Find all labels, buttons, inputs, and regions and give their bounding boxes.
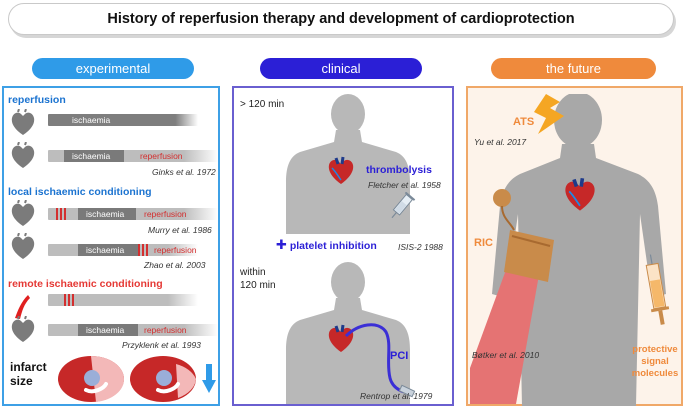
lightning-bolt-icon xyxy=(534,94,564,134)
reperfusion-label: reperfusion xyxy=(144,325,187,335)
column-header-experimental: experimental xyxy=(32,58,194,79)
citation-isis2: ISIS-2 1988 xyxy=(398,242,443,252)
infarct-label-line2: size xyxy=(10,374,33,388)
protective-signal-molecules-label: protective signal molecules xyxy=(628,344,682,380)
arm-limb-icon xyxy=(15,295,30,319)
citation-ginks: Ginks et al. 1972 xyxy=(152,167,216,177)
column-header-clinical-label: clinical xyxy=(321,61,361,76)
time-within-120: within 120 min xyxy=(240,266,276,292)
future-panel: ATS Yu et al. 2017 RIC Bøtker et al. 201… xyxy=(466,86,683,406)
catheter-icon xyxy=(344,323,416,398)
ric-label: RIC xyxy=(474,237,493,249)
citation-fletcher: Fletcher et al. 1958 xyxy=(368,180,441,190)
reperfusion-label: reperfusion xyxy=(154,245,197,255)
local-conditioning-heading: local ischaemic conditioning xyxy=(8,186,152,198)
title-bar: History of reperfusion therapy and devel… xyxy=(8,3,674,35)
reperfusion-heading: reperfusion xyxy=(8,94,66,106)
heart-gray-icon xyxy=(11,109,35,135)
citation-murry: Murry et al. 1986 xyxy=(148,225,212,235)
column-header-future-label: the future xyxy=(546,61,601,76)
heart-gray-icon xyxy=(11,200,35,226)
heart-anatomical-icon xyxy=(565,177,595,211)
heart-gray-icon xyxy=(11,142,35,168)
blood-pressure-cuff-icon xyxy=(504,230,554,282)
thrombolysis-label: thrombolysis xyxy=(366,164,432,176)
citation-przyklenk: Przyklenk et al. 1993 xyxy=(122,340,201,350)
diagram-title: History of reperfusion therapy and devel… xyxy=(107,11,575,27)
platelet-inhibition-label: ✚ platelet inhibition xyxy=(276,237,377,253)
ischaemia-block: ischaemia xyxy=(78,208,136,220)
syringe-icon xyxy=(645,254,670,325)
ats-label: ATS xyxy=(513,116,535,128)
infarct-label-line1: infarct xyxy=(10,360,47,374)
protective-line1: protective xyxy=(632,344,678,355)
ischaemia-label: ischaemia xyxy=(72,115,111,125)
conditioning-stripes xyxy=(138,244,148,256)
ischaemia-label: ischaemia xyxy=(86,245,125,255)
patient-silhouette-upper xyxy=(286,94,410,234)
reperfusion-label: reperfusion xyxy=(144,209,187,219)
ischaemia-block: ischaemia xyxy=(64,150,124,162)
remote-conditioning-heading: remote ischaemic conditioning xyxy=(8,278,163,290)
protective-line3: molecules xyxy=(631,368,679,379)
syringe-icon xyxy=(391,192,416,219)
conditioning-stripes xyxy=(56,208,66,220)
ischaemia-label: ischaemia xyxy=(86,325,125,335)
citation-yu: Yu et al. 2017 xyxy=(474,137,527,147)
pump-bulb-icon xyxy=(493,189,515,231)
heart-gray-icon xyxy=(11,316,35,342)
ischaemia-block: ischaemia xyxy=(78,324,138,336)
ischaemia-block: ischaemia xyxy=(78,244,138,256)
plus-icon: ✚ xyxy=(276,237,287,252)
down-arrow-icon xyxy=(202,364,216,393)
column-header-future: the future xyxy=(491,58,656,79)
protective-line2: signal xyxy=(641,356,669,367)
ischaemia-label: ischaemia xyxy=(86,209,125,219)
column-header-clinical: clinical xyxy=(260,58,422,79)
ischaemia-bar xyxy=(48,114,198,126)
patient-silhouette-full xyxy=(492,94,666,406)
time-over-120: > 120 min xyxy=(240,99,285,110)
heart-gray-icon xyxy=(11,233,35,259)
infarct-size-label: infarct size xyxy=(10,360,47,388)
timeline-bar xyxy=(48,294,198,306)
time-within-line2: 120 min xyxy=(240,280,276,291)
citation-botker: Bøtker et al. 2010 xyxy=(472,350,540,360)
platelet-inhibition-text: platelet inhibition xyxy=(289,240,377,252)
ischaemia-label: ischaemia xyxy=(72,151,111,161)
conditioning-stripes xyxy=(64,294,74,306)
pci-label: PCI xyxy=(390,350,409,362)
reperfusion-label: reperfusion xyxy=(140,151,183,161)
column-header-experimental-label: experimental xyxy=(75,61,151,76)
arm-red-limb xyxy=(470,248,542,404)
heart-section-small-infarct-icon xyxy=(130,356,196,402)
experimental-panel: reperfusion ischaemia ischaemia reperfus… xyxy=(2,86,220,406)
ischaemia-bar-label: ischaemia xyxy=(64,114,124,126)
citation-zhao: Zhao et al. 2003 xyxy=(144,260,206,270)
heart-anatomical-icon xyxy=(328,156,354,184)
clinical-panel: > 120 min thrombolysis Fletcher et al. 1… xyxy=(232,86,454,406)
time-within-line1: within xyxy=(240,267,266,278)
heart-section-large-infarct-icon xyxy=(58,356,125,402)
citation-rentrop: Rentrop et al. 1979 xyxy=(360,391,433,401)
